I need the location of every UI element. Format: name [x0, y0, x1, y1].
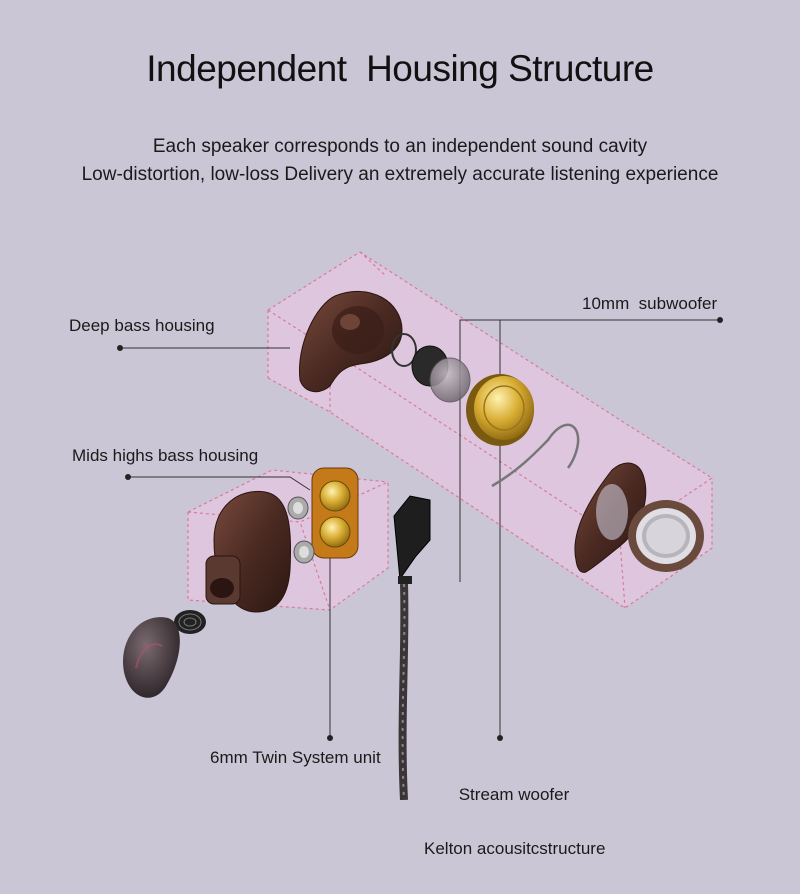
- mids-highs-housing: [205, 490, 292, 613]
- page-title: Independent Housing Structure: [146, 48, 654, 89]
- callout-dots: [117, 317, 723, 741]
- label-subwoofer: 10mm subwoofer: [582, 294, 718, 313]
- label-stream-woofer-line: Stream woofer: [458, 785, 570, 804]
- label-deep-bass-housing: Deep bass housing: [69, 316, 215, 335]
- product-infographic: Independent Housing Structure Each speak…: [69, 48, 723, 858]
- subtitle-line-1: Each speaker corresponds to an independe…: [152, 136, 648, 157]
- mesh-filter: [174, 610, 206, 634]
- bass-driver-rings: [391, 333, 471, 403]
- twin-driver-plate: [311, 467, 359, 559]
- exploded-earphone-illustration: [117, 251, 723, 800]
- twin-driver-screens: [287, 496, 315, 564]
- spring-contact: [491, 423, 580, 488]
- label-twin-system-unit: 6mm Twin System unit: [210, 748, 381, 767]
- braided-cable: [398, 583, 409, 800]
- rear-trim-ring: [628, 500, 704, 572]
- label-mids-highs-housing: Mids highs bass housing: [72, 446, 259, 465]
- subwoofer-driver: [466, 374, 534, 446]
- rear-housing-shell: [574, 462, 647, 573]
- deep-bass-housing: [298, 291, 403, 393]
- label-kelton-structure: Kelton acousitcstructure: [424, 839, 606, 858]
- cable-connector: [393, 495, 431, 584]
- label-stream-woofer: Stream woofer Kelton acousitcstructure: [424, 750, 606, 894]
- ear-tip: [123, 617, 180, 698]
- subtitle-line-2: Low-distortion, low-loss Delivery an ext…: [81, 164, 719, 185]
